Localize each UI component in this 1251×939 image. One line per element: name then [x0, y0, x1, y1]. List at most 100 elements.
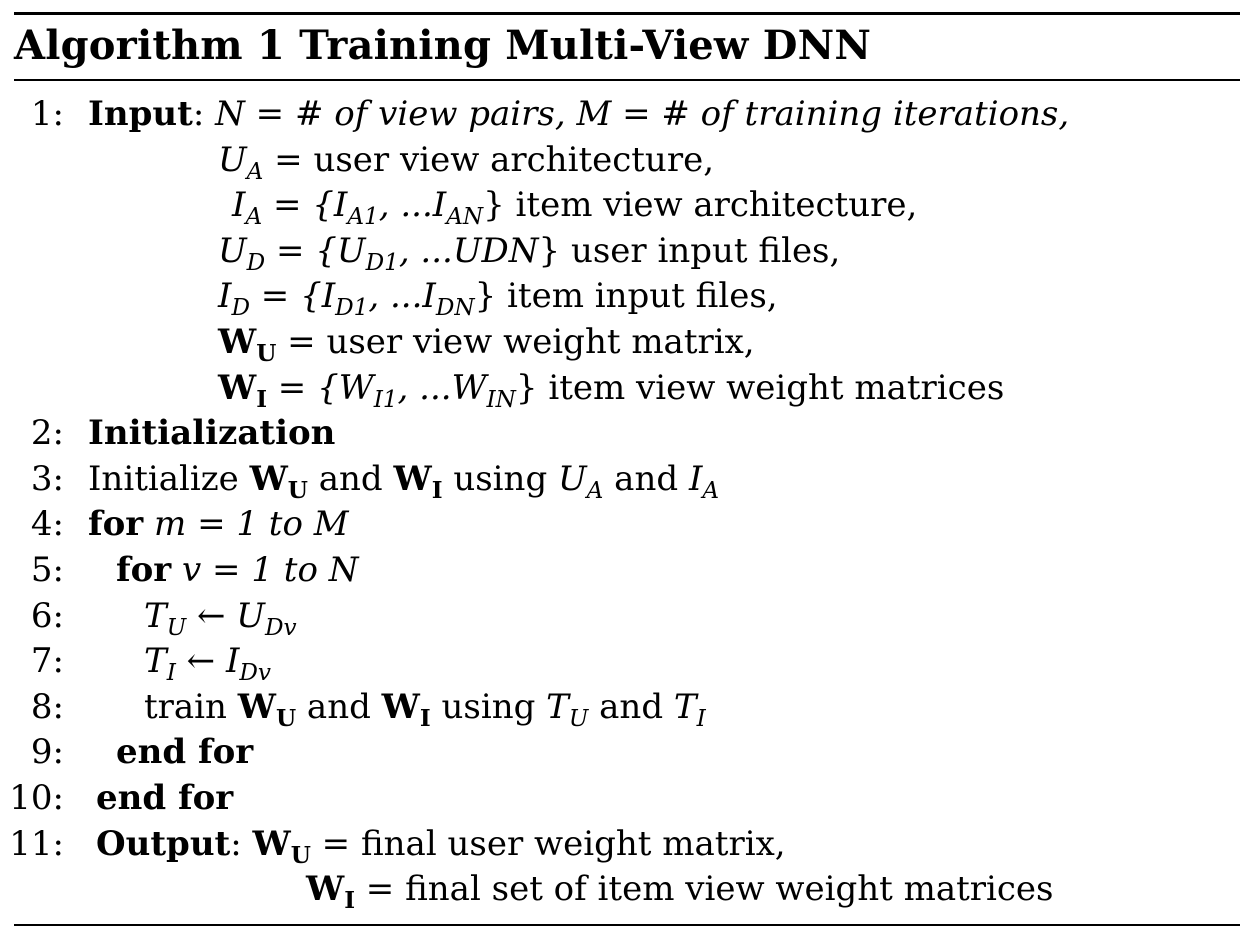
line-number: 10: [9, 777, 64, 818]
math-w-bold: W [252, 823, 291, 864]
math-sub: D [231, 295, 250, 322]
math-u: U [218, 139, 247, 180]
keyword-for: for [116, 549, 172, 590]
line-number: 9: [30, 732, 64, 773]
math-sub: A [245, 204, 263, 231]
keyword-input: Input [88, 94, 193, 134]
caption-rule [14, 79, 1240, 81]
line-4: 4: for m = 1 to M [0, 502, 1251, 548]
line-content: for v = 1 to N [88, 548, 358, 594]
math-set-open: = {U [265, 230, 366, 271]
math-sub: I [419, 704, 431, 732]
math-set-open: = {I [249, 276, 336, 317]
math-sub: U [256, 340, 277, 368]
loop-range: m = 1 to M [143, 504, 349, 545]
keyword-end-for: end for [116, 732, 254, 773]
line-content: TI ← IDv [88, 639, 271, 685]
math-sub: U [275, 704, 297, 732]
line-text: Initialize [88, 458, 250, 499]
caption-title: Training Multi-View DNN [299, 22, 872, 69]
math-sub: U [287, 476, 308, 504]
line-text: = final user weight matrix, [310, 823, 786, 864]
line-content: train WU and WI using TU and TI [88, 685, 706, 731]
line-10: 10: end for [0, 776, 1251, 822]
caption-label: Algorithm 1 [14, 22, 285, 69]
algorithm-caption: Algorithm 1 Training Multi-View DNN [14, 16, 871, 76]
keyword-initialization: Initialization [88, 413, 336, 454]
colon: : [230, 823, 242, 864]
assign-arrow: ← [175, 641, 226, 682]
line-1-cont-1: UA = user view architecture, [0, 138, 1251, 184]
line-content: Initialization [88, 411, 335, 457]
math-sub: IN [486, 386, 516, 413]
line-number: 1: [30, 94, 64, 134]
math-w-bold: W [381, 686, 420, 727]
math-u: U [236, 595, 265, 636]
math-sub: I [431, 476, 443, 504]
assign-arrow: ← [186, 595, 237, 636]
keyword-output: Output [96, 823, 231, 864]
math-sub: A [586, 477, 604, 504]
math-ellipsis: , ...W [397, 367, 487, 408]
algorithm-body: 1: Input: N = # of view pairs, M = # of … [0, 92, 1251, 913]
math-sub: D [246, 249, 266, 276]
line-text: = final set of item view weight matrices [355, 869, 1054, 910]
line-7: 7: TI ← IDv [0, 639, 1251, 685]
math-u: U [558, 458, 587, 499]
line-1-cont-3: UD = {UD1, ...UDN} user input files, [0, 229, 1251, 275]
line-text: using [442, 458, 559, 499]
math-t: T [144, 641, 167, 682]
line-text: = user view architecture, [263, 139, 715, 180]
line-content: WI = final set of item view weight matri… [306, 867, 1054, 913]
line-number: 11: [9, 823, 64, 864]
line-number: 5: [30, 549, 64, 590]
line-text: = user view weight matrix, [276, 321, 755, 362]
line-1-cont-2: IA = {IA1, ...IAN} item view architectur… [0, 183, 1251, 229]
math-i: I [232, 185, 246, 226]
math-sub: AN [446, 204, 484, 231]
math-ellipsis: , ...I [368, 276, 436, 317]
line-number: 3: [30, 458, 64, 499]
math-t: T [673, 686, 697, 727]
line-text: and [307, 458, 394, 499]
math-ellipsis: , ...UDN [398, 230, 539, 271]
math-sub: U [290, 841, 311, 869]
math-i: I [218, 276, 232, 317]
line-5: 5: for v = 1 to N [0, 548, 1251, 594]
math-sub: I [696, 705, 706, 732]
math-sub: U [166, 614, 187, 641]
line-1-cont-4: ID = {ID1, ...IDN} item input files, [0, 274, 1251, 320]
line-number: 2: [30, 413, 64, 454]
line-content: Output: WU = final user weight matrix, [96, 822, 786, 868]
math-set-open: = {I [262, 185, 348, 226]
top-rule [14, 12, 1240, 15]
line-text: train [144, 686, 238, 727]
math-sub: A1 [347, 204, 379, 231]
line-content: WU = user view weight matrix, [218, 320, 755, 366]
line-text: } item input files, [474, 276, 778, 317]
bottom-rule [14, 924, 1240, 926]
math-t: T [144, 595, 167, 636]
math-sub: A [702, 477, 720, 504]
line-content: end for [88, 730, 253, 776]
line-6: 6: TU ← UDv [0, 594, 1251, 640]
line-text: and [296, 686, 382, 727]
math-w-bold: W [393, 458, 432, 499]
line-number: 6: [30, 595, 64, 636]
math-sub: A [246, 158, 264, 185]
line-content: Initialize WU and WI using UA and IA [88, 457, 719, 503]
line-1-cont-5: WU = user view weight matrix, [0, 320, 1251, 366]
line-text: } item view weight matrices [515, 367, 1005, 408]
line-text: } item view architecture, [483, 185, 918, 226]
math-sub: Dv [239, 660, 271, 687]
line-number: 7: [30, 641, 64, 682]
math-sub: Dv [264, 614, 297, 641]
line-content: for m = 1 to M [88, 502, 349, 548]
line-1: 1: Input: N = # of view pairs, M = # of … [0, 92, 1251, 138]
math-sub: I [166, 660, 176, 687]
math-sub: I1 [373, 386, 398, 413]
line-content: end for [96, 776, 233, 822]
math-t: T [546, 686, 569, 727]
math-w-bold: W [218, 321, 257, 362]
line-text: and [588, 686, 674, 727]
